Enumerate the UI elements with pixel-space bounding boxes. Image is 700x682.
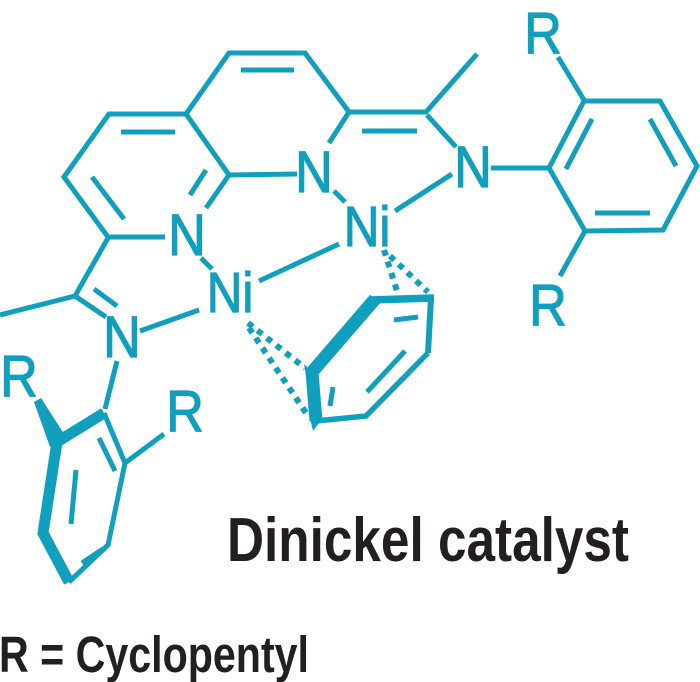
svg-text:Dinickel catalyst: Dinickel catalyst [227,506,629,575]
svg-text:N: N [168,202,206,267]
svg-text:N: N [454,134,492,199]
svg-text:R: R [0,343,38,408]
svg-text:Ni: Ni [207,262,254,325]
svg-text:R = Cyclopentyl: R = Cyclopentyl [0,626,309,682]
svg-text:R: R [166,378,204,443]
svg-text:R: R [524,0,562,65]
svg-text:N: N [103,304,141,369]
svg-text:R: R [529,272,567,337]
svg-text:Ni: Ni [344,196,391,259]
svg-text:N: N [295,139,333,204]
